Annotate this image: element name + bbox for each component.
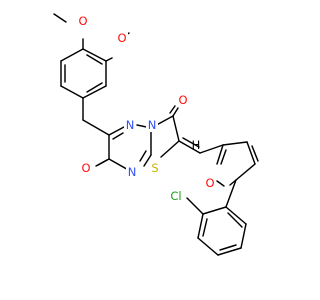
atom-labels: O O N N N O O S — [78, 14, 216, 203]
methoxy-oxygen-upper-atom: O — [78, 14, 89, 28]
chemical-structure: O O N N N O O S — [53, 13, 259, 256]
atom-symbol: O — [178, 93, 187, 107]
thiazole-sulfur-atom: S — [150, 161, 161, 175]
atom-symbol: O — [81, 161, 90, 175]
atom-symbol: N — [148, 118, 157, 132]
methoxy-oxygen-lower-atom: O — [117, 31, 128, 45]
triazine-nitrogen-3-atom: N — [126, 165, 138, 179]
atom-symbol: N — [126, 118, 135, 132]
carbonyl-oxygen-left-atom: O — [81, 161, 92, 175]
carbonyl-oxygen-right-atom: O — [178, 93, 189, 107]
chlorine-atom: Cl — [167, 189, 185, 203]
atom-symbol: O — [78, 14, 87, 28]
triazine-nitrogen-2-atom: N — [146, 118, 158, 132]
atom-symbol: O — [205, 176, 214, 190]
stereo-hydrogen-label: H — [192, 138, 201, 152]
atom-symbol: O — [117, 31, 126, 45]
atom-symbol: S — [151, 161, 158, 175]
triazine-nitrogen-1-atom: N — [124, 118, 136, 132]
atom-symbol: Cl — [170, 189, 181, 203]
furan-oxygen-atom: O — [205, 176, 216, 190]
atom-symbol: N — [128, 165, 137, 179]
stereo-hydrogen: H — [192, 138, 201, 152]
bond-lines — [53, 13, 259, 256]
